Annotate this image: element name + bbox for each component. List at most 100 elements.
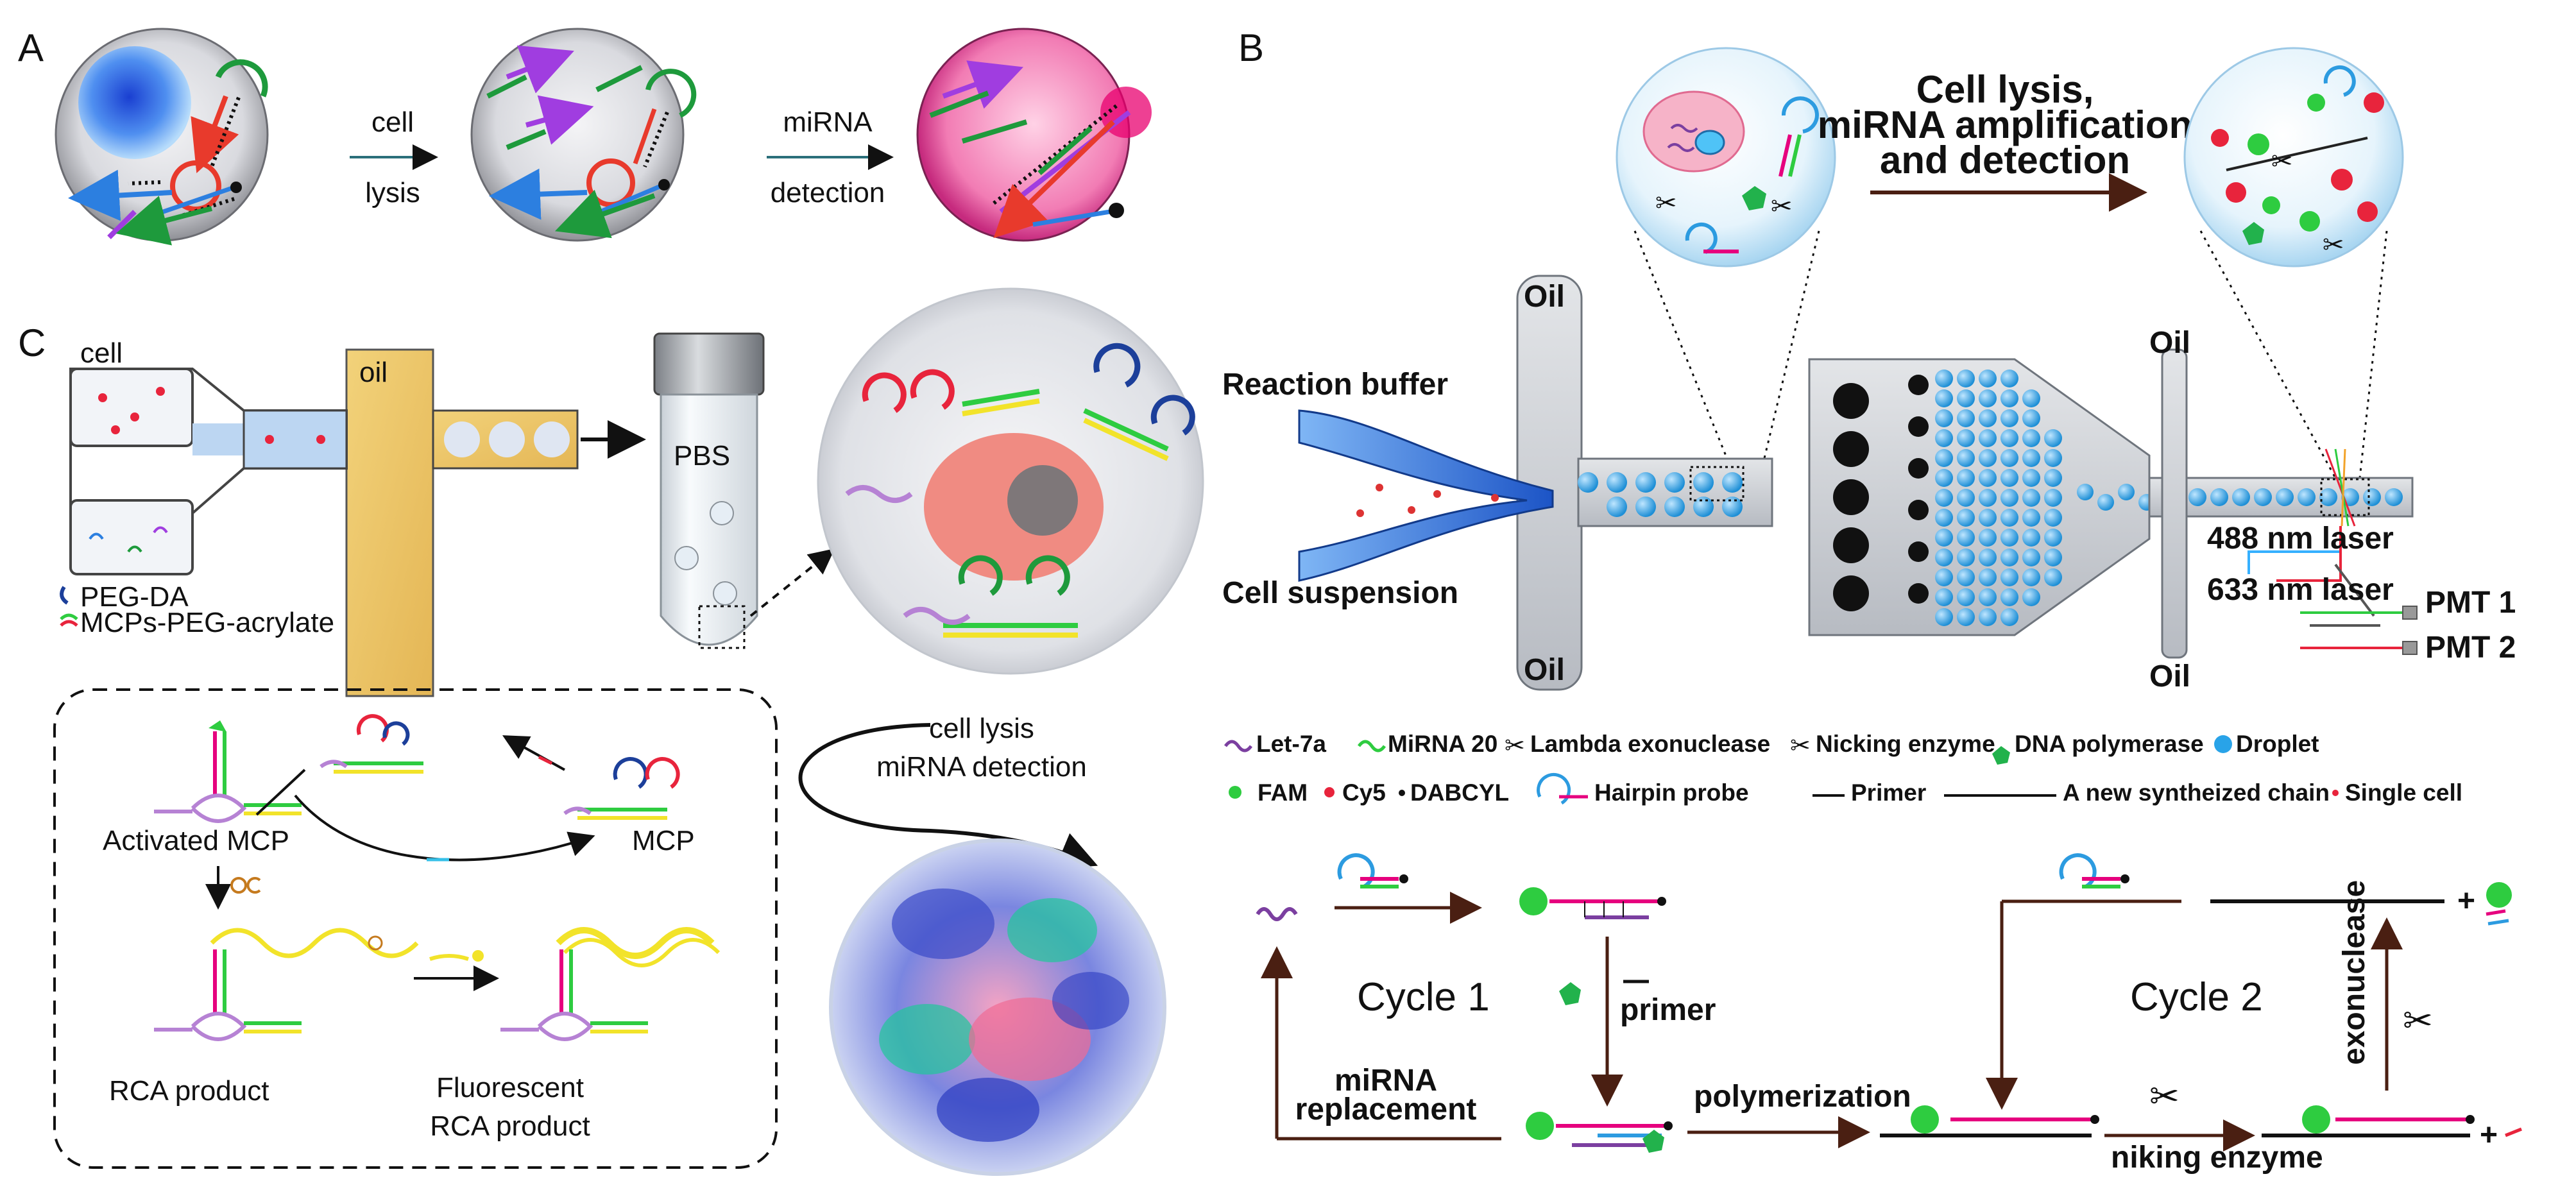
droplet (444, 421, 480, 457)
droplet (2022, 568, 2040, 586)
label-oil-c: oil (359, 357, 388, 388)
droplet (1979, 449, 1997, 467)
legend-polymerase: DNA polymerase (2015, 731, 2204, 757)
cycle-2-label: Cycle 2 (2130, 975, 2263, 1019)
bubble-before: ✂ ✂ (1616, 47, 1836, 268)
svg-text:✂: ✂ (1771, 192, 1793, 221)
droplet (1935, 449, 1953, 467)
droplet (1935, 389, 1953, 407)
legend-dabcyl-icon (1399, 790, 1405, 796)
label-activated-mcp: Activated MCP (103, 825, 289, 856)
label-cell: cell (371, 106, 414, 138)
droplet (2385, 488, 2403, 506)
amplification-cycles: Cycle 1 primer miRNA replacement polymer… (1256, 853, 2522, 1175)
droplet (1979, 469, 1997, 487)
droplet (1935, 608, 1953, 626)
legend-cy5: Cy5 (1342, 779, 1386, 806)
legend-cy5-icon (1324, 787, 1335, 797)
droplet (2000, 409, 2018, 427)
svg-text:+: + (2457, 884, 2475, 918)
svg-text:✂: ✂ (2403, 1000, 2433, 1041)
label-cell-suspension: Cell suspension (1222, 576, 1458, 610)
droplet (1935, 409, 1953, 427)
label-peg-da: PEG-DA (80, 581, 189, 613)
droplet (1935, 370, 1953, 387)
cloud-line3: and detection (1880, 139, 2130, 182)
droplet (1979, 409, 1997, 427)
droplet (2232, 488, 2250, 506)
droplet (2022, 429, 2040, 447)
droplet (489, 421, 525, 457)
label-lysis-c1: cell lysis (929, 713, 1034, 744)
label-nicking: niking enzyme (2111, 1141, 2323, 1175)
droplet (1957, 429, 1975, 447)
droplet (2022, 469, 2040, 487)
droplet (1979, 489, 1997, 507)
droplet (1957, 409, 1975, 427)
droplet (2044, 489, 2062, 507)
droplet (2022, 529, 2040, 547)
cloud-line2: miRNA amplification (1818, 103, 2193, 146)
cell-sphere (55, 28, 269, 246)
chip: 488 nm laser 633 nm laser PMT 1 PMT 2 Oi… (1222, 275, 2516, 693)
droplet (2044, 529, 2062, 547)
droplet (2000, 489, 2018, 507)
label-mcps: MCPs-PEG-acrylate (80, 607, 334, 638)
droplet (2044, 449, 2062, 467)
droplet (1979, 588, 1997, 606)
label-rca: RCA product (109, 1075, 269, 1107)
legend-dabcyl: DABCYL (1410, 779, 1509, 806)
droplet (2188, 488, 2206, 506)
droplet (1957, 389, 1975, 407)
droplet (1979, 529, 1997, 547)
label-pmt2: PMT 2 (2425, 631, 2516, 665)
droplet (2000, 469, 2018, 487)
label-mirna: miRNA (783, 106, 873, 138)
droplet (2022, 509, 2040, 527)
droplet (2000, 568, 2018, 586)
droplet (2044, 429, 2062, 447)
droplet (1979, 608, 1997, 626)
arrow-cloud: Cell lysis, miRNA amplification and dete… (1818, 68, 2193, 212)
legend-polymerase-icon (1992, 746, 2010, 765)
droplet (1979, 370, 1997, 387)
panel-label-a: A (18, 26, 44, 69)
droplet (1935, 548, 1953, 566)
legend-droplet: Droplet (2236, 731, 2319, 757)
arrow-detection: miRNA detection (767, 106, 894, 208)
droplet (1935, 568, 1953, 586)
legend-hairpin: Hairpin probe (1594, 779, 1749, 806)
detection-sphere (916, 28, 1152, 242)
droplet (1957, 509, 1975, 527)
droplet (1979, 568, 1997, 586)
droplet (1979, 548, 1997, 566)
svg-text:✂: ✂ (2271, 148, 2293, 176)
droplet (2022, 588, 2040, 606)
droplet (2044, 469, 2062, 487)
fluorescent-bubble (829, 838, 1166, 1176)
droplet (1935, 469, 1953, 487)
legend-fam: FAM (1258, 779, 1308, 806)
hydrogel-cell (817, 287, 1204, 675)
label-mirna-replacement-2: replacement (1295, 1092, 1477, 1126)
droplet (1935, 588, 1953, 606)
droplet (1957, 449, 1975, 467)
panel-label-b: B (1238, 26, 1264, 69)
panel-label-c: C (18, 321, 46, 364)
label-primer: primer (1620, 993, 1716, 1027)
label-mcp: MCP (632, 825, 695, 856)
droplet (2044, 568, 2062, 586)
droplet (2044, 548, 2062, 566)
mcp-mechanism: Activated MCP MCP RCA product Fluorescen… (53, 688, 778, 1169)
droplet (2298, 488, 2316, 506)
droplet (2319, 488, 2337, 506)
droplet (2210, 488, 2228, 506)
label-488: 488 nm laser (2207, 522, 2394, 556)
legend-hairpin-icon (1537, 772, 1571, 805)
zoom-lines (1633, 230, 2388, 479)
oil-label-2: Oil (1524, 653, 1565, 687)
droplet (1979, 389, 1997, 407)
legend-mirna20: MiRNA 20 (1388, 731, 1497, 757)
svg-text:✂: ✂ (2323, 231, 2344, 259)
